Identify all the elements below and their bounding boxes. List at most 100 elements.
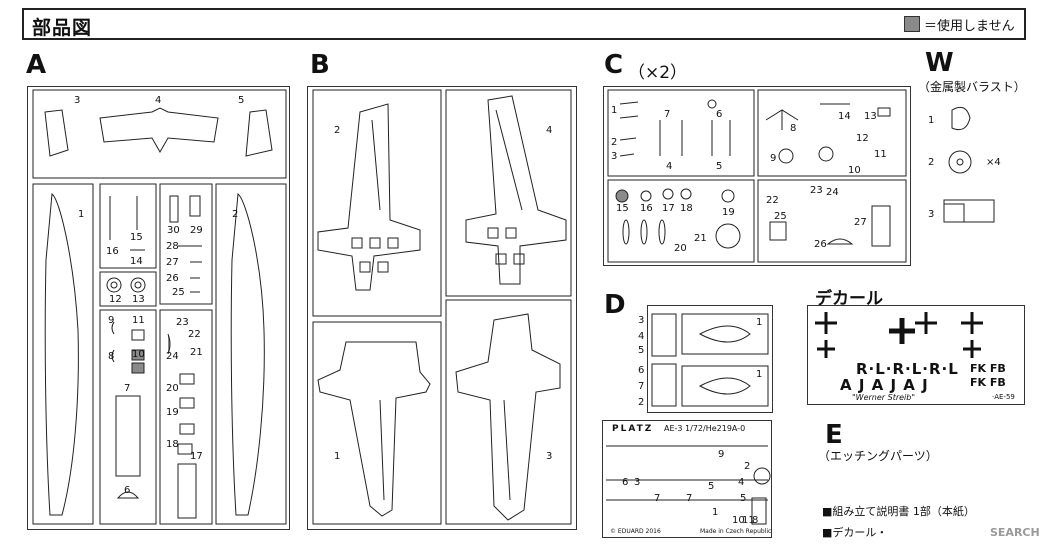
watermark: SEARCH	[990, 526, 1040, 539]
part-num: 23	[810, 185, 823, 196]
part-num: 18	[680, 203, 693, 214]
decal-fk2: FK FB	[970, 376, 1006, 389]
part-num: 26	[814, 239, 827, 250]
part-num: 4	[738, 477, 745, 488]
decal-code-row1: R·L·R·L·R·L	[856, 360, 959, 378]
part-num: 6	[622, 477, 629, 488]
etch-brand: PLATZ	[612, 424, 654, 434]
part-num: 21	[190, 347, 203, 358]
part-num: 8	[752, 515, 759, 526]
part-num: 11	[874, 149, 887, 160]
part-num: 15	[616, 203, 629, 214]
sprue-b-frame	[307, 86, 577, 530]
part-num: 2	[334, 125, 341, 136]
part-num: 20	[674, 243, 687, 254]
part-num: 24	[826, 187, 839, 198]
decal-serial: ·AE-59	[992, 393, 1015, 401]
part-num: 2	[638, 397, 645, 408]
part-num: 7	[654, 493, 661, 504]
part-num: 16	[106, 246, 119, 257]
part-num: 4	[638, 331, 645, 342]
legend-text: ＝使用しません	[924, 19, 1015, 34]
part-num: 8	[108, 351, 115, 362]
section-c-qty: （×2）	[628, 63, 688, 83]
part-num: 24	[166, 351, 179, 362]
part-num: 6	[124, 485, 131, 496]
decal-sheet-frame	[807, 305, 1025, 405]
decal-name: "Werner Streib"	[852, 393, 916, 402]
note-instructions: ■組み立て説明書 1部（本紙）	[822, 505, 975, 518]
part-num: 5	[740, 493, 747, 504]
section-d-label: D	[604, 290, 626, 320]
note-decal: ■デカール・	[822, 526, 888, 539]
page-title: 部品図	[32, 17, 93, 39]
part-num: 12	[109, 294, 122, 305]
decal-fk: FK FB	[970, 362, 1006, 375]
sprue-c-frame	[603, 86, 911, 266]
part-num: 3	[546, 451, 553, 462]
section-decal-label: デカール	[815, 289, 883, 309]
part-num: 19	[166, 407, 179, 418]
part-num: 17	[190, 451, 203, 462]
part-num: 1	[611, 105, 618, 116]
sprue-d-frame	[647, 305, 773, 413]
part-num: 4	[666, 161, 673, 172]
part-num: 10	[848, 165, 861, 176]
part-num: 2	[928, 157, 935, 168]
part-num: 3	[611, 151, 618, 162]
part-num: 16	[640, 203, 653, 214]
part-num: 3	[74, 95, 81, 106]
part-num: 2	[232, 209, 239, 220]
part-num: 7	[664, 109, 671, 120]
part-num: 3	[634, 477, 641, 488]
section-e-sub: （エッチングパーツ）	[818, 449, 938, 463]
part-num: 6	[638, 365, 645, 376]
header-bar: 部品図 ＝使用しません	[22, 8, 1026, 40]
part-num: 6	[716, 109, 723, 120]
etch-code: AE-3 1/72/He219A-0	[664, 424, 746, 433]
part-num: 1	[334, 451, 341, 462]
part-num: 1	[756, 317, 763, 328]
part-num: 7	[638, 381, 645, 392]
part-num: 8	[790, 123, 797, 134]
part-num: 27	[166, 257, 179, 268]
part-num: 4	[546, 125, 553, 136]
part-num: 12	[856, 133, 869, 144]
part-num: 28	[166, 241, 179, 252]
part-num: 25	[774, 211, 787, 222]
part-num: 21	[694, 233, 707, 244]
part-num: 2	[744, 461, 751, 472]
part-num: 7	[686, 493, 693, 504]
part-num: 1	[78, 209, 85, 220]
w-qty: ×4	[986, 157, 1001, 168]
decal-code-row2: A J A J A J	[840, 376, 929, 394]
legend-swatch	[904, 16, 920, 32]
section-b-label: B	[310, 50, 330, 80]
etch-made-in: Made in Czech Republic	[700, 528, 772, 535]
part-num: 13	[132, 294, 145, 305]
part-num: 14	[130, 256, 143, 267]
part-num: 1	[928, 115, 935, 126]
section-e-label: E	[825, 420, 843, 450]
part-num: 14	[838, 111, 851, 122]
part-num: 3	[638, 315, 645, 326]
part-num: 4	[155, 95, 162, 106]
section-a-label: A	[26, 50, 47, 80]
part-num: 19	[722, 207, 735, 218]
part-num: 29	[190, 225, 203, 236]
part-num: 11	[742, 515, 755, 526]
part-num: 5	[708, 481, 715, 492]
section-c-label: C	[604, 50, 624, 80]
part-num: 15	[130, 232, 143, 243]
part-num: 30	[167, 225, 180, 236]
part-num: 5	[716, 161, 723, 172]
part-num: 23	[176, 317, 189, 328]
section-w-sub: （金属製バラスト）	[918, 80, 1026, 94]
etch-copyright: © EDUARD 2016	[610, 528, 661, 535]
part-num: 5	[238, 95, 245, 106]
part-num: 9	[718, 449, 725, 460]
part-num: 10	[132, 349, 145, 360]
part-num: 10	[732, 515, 745, 526]
etch-sheet-frame	[602, 420, 772, 538]
